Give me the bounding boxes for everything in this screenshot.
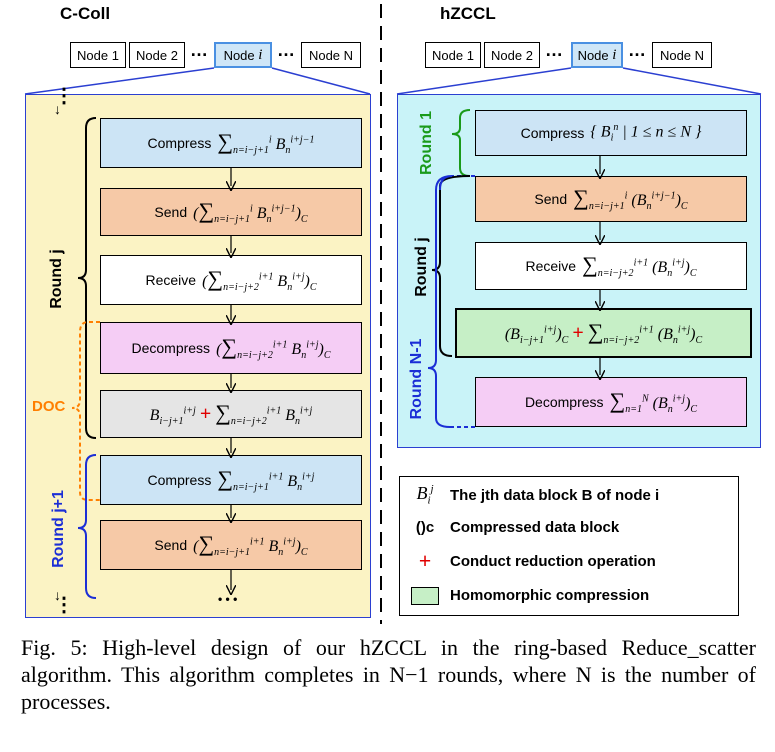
left-step-send-2: Send (∑n=i−j+1i+1 Bni+j)C: [100, 520, 362, 570]
green-box-icon: [400, 585, 450, 606]
left-cont-dots: • • •: [218, 592, 238, 606]
left-node-2: Node 2: [129, 42, 185, 68]
left-step-4-label: Decompress: [131, 340, 211, 356]
right-step-compress: Compress { Bin | 1 ≤ n ≤ N }: [475, 110, 747, 156]
center-divider: [380, 4, 382, 624]
right-step-2-label: Send: [534, 191, 568, 207]
left-step-reduce: Bi−j+1i+j + ∑n=i−j+2i+1 Bni+j: [100, 390, 362, 438]
plus-icon: +: [418, 548, 432, 573]
left-step-3-formula: (∑n=i−j+2i+1 Bni+j)C: [202, 266, 317, 294]
legend-block-text: The jth data block B of node i: [450, 486, 660, 504]
right-node-1: Node 1: [425, 42, 481, 68]
left-step-2-label: Send: [154, 204, 188, 220]
right-node-i-var: i: [612, 46, 617, 63]
left-step-7-formula: (∑n=i−j+1i+1 Bni+j)C: [193, 531, 308, 559]
left-node-i-var: i: [258, 46, 263, 63]
left-node-1: Node 1: [70, 42, 126, 68]
right-step-3-label: Receive: [525, 258, 577, 274]
left-step-receive: Receive (∑n=i−j+2i+1 Bni+j)C: [100, 255, 362, 305]
right-node-n: Node N: [652, 42, 712, 68]
legend-compressed-symbol: ()c: [415, 518, 435, 536]
left-step-6-label: Compress: [147, 472, 212, 488]
left-step-6-formula: ∑n=i−j+1i+1 Bni+j: [217, 466, 315, 494]
left-step-1-formula: ∑n=i−j+1i Bni+j−1: [217, 129, 315, 157]
right-step-4-formula: (Bi−j+1i+j)C + ∑n=i−j+2i+1 (Bni+j)C: [504, 319, 703, 347]
left-step-2-formula: (∑n=i−j+1i Bni+j−1)C: [193, 198, 308, 226]
legend-row-reduction: + Conduct reduction operation: [400, 547, 738, 575]
doc-label: DOC: [32, 398, 66, 415]
right-node-2: Node 2: [484, 42, 540, 68]
right-step-5-formula: ∑n=1N (Bni+j)C: [609, 388, 698, 416]
right-step-1-label: Compress: [520, 125, 585, 141]
left-step-1-label: Compress: [147, 135, 212, 151]
left-step-compress-2: Compress ∑n=i−j+1i+1 Bni+j: [100, 455, 362, 505]
right-step-receive: Receive ∑n=i−j+2i+1 (Bni+j)C: [475, 242, 747, 290]
left-connectors: [71, 117, 400, 599]
figure-caption: Fig. 5: High-level design of our hZCCL i…: [21, 635, 756, 714]
left-top-dots: ⋮↓: [54, 85, 74, 117]
legend-row-block: Bij The jth data block B of node i: [400, 481, 738, 509]
legend-row-homomorphic: Homomorphic compression: [400, 581, 738, 609]
legend-homomorphic-text: Homomorphic compression: [450, 586, 650, 604]
left-round-j1-label: Round j+1: [50, 490, 67, 568]
right-step-1-formula: { Bin | 1 ≤ n ≤ N }: [590, 122, 702, 144]
right-step-2-formula: ∑n=i−j+1i (Bni+j−1)C: [573, 185, 688, 213]
left-step-decompress: Decompress (∑n=i−j+2i+1 Bni+j)C: [100, 322, 362, 374]
right-node-ellipsis-2: …: [628, 40, 646, 60]
right-node-i: Node i: [571, 42, 623, 68]
right-step-5-label: Decompress: [524, 394, 604, 410]
left-step-3-label: Receive: [145, 272, 197, 288]
legend-compressed-text: Compressed data block: [450, 518, 620, 536]
left-node-ellipsis-1: …: [190, 40, 208, 60]
left-funnel: [24, 67, 762, 95]
left-node-ellipsis-2: …: [277, 40, 295, 60]
legend: Bij The jth data block B of node i ()c C…: [399, 476, 739, 616]
right-round-1-label: Round 1: [418, 111, 435, 175]
ccoll-title: C-Coll: [60, 4, 111, 23]
left-bottom-dots: ↓⋮: [54, 587, 74, 616]
right-connectors: [427, 109, 775, 428]
left-node-i-label: Node: [223, 47, 255, 63]
left-step-7-label: Send: [154, 537, 188, 553]
legend-row-compressed: ()c Compressed data block: [400, 513, 738, 541]
right-node-ellipsis-1: …: [545, 40, 563, 60]
left-step-4-formula: (∑n=i−j+2i+1 Bni+j)C: [216, 334, 331, 362]
left-step-compress-1: Compress ∑n=i−j+1i Bni+j−1: [100, 118, 362, 168]
right-step-send: Send ∑n=i−j+1i (Bni+j−1)C: [475, 176, 747, 222]
left-node-i: Node i: [214, 42, 272, 68]
right-node-i-label: Node: [577, 47, 609, 63]
legend-reduction-text: Conduct reduction operation: [450, 552, 656, 570]
right-round-j-label: Round j: [413, 237, 430, 297]
hzccl-title: hZCCL: [440, 4, 496, 23]
right-step-3-formula: ∑n=i−j+2i+1 (Bni+j)C: [582, 252, 697, 280]
legend-block-symbol: Bij: [416, 483, 434, 507]
left-node-n: Node N: [301, 42, 361, 68]
right-step-decompress: Decompress ∑n=1N (Bni+j)C: [475, 377, 747, 427]
right-round-n1-label: Round N-1: [408, 338, 425, 420]
left-step-5-formula: Bi−j+1i+j + ∑n=i−j+2i+1 Bni+j: [149, 400, 313, 428]
